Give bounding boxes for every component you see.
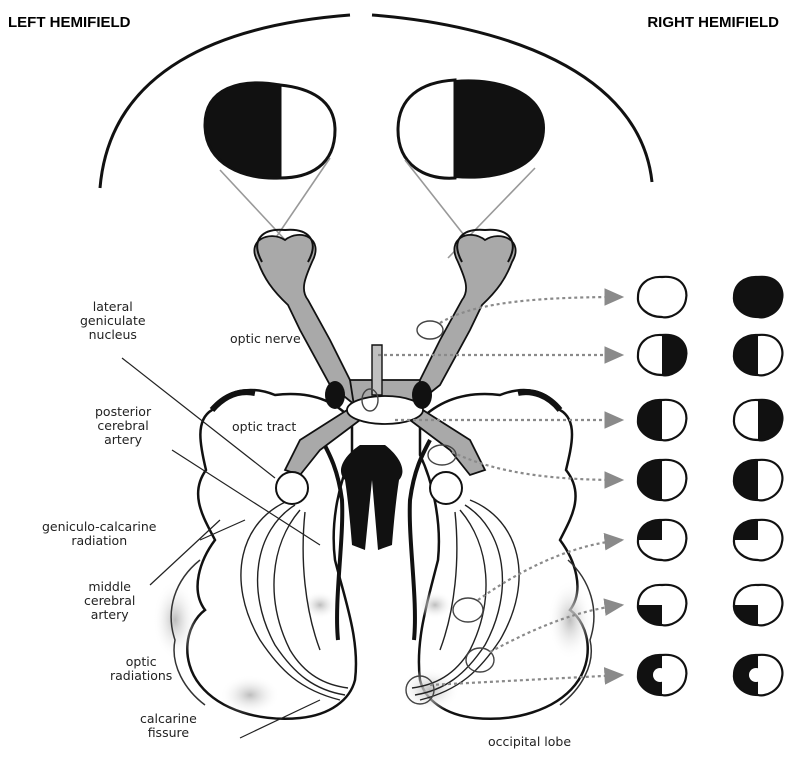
left-hemifield-title: LEFT HEMIFIELD xyxy=(8,14,131,31)
field-defect-left-eye xyxy=(638,277,686,318)
label-geniculo-calcarine-radiation: geniculo-calcarine radiation xyxy=(42,520,156,548)
label-calcarine-fissure: calcarine fissure xyxy=(140,712,197,740)
field-defect-left-eye xyxy=(635,397,686,443)
brainstem xyxy=(341,445,402,550)
field-defect-right-eye xyxy=(731,457,782,503)
field-defect-right-eye xyxy=(731,274,785,320)
label-lateral-geniculate-nucleus: lateral geniculate nucleus xyxy=(80,300,146,342)
field-defect-right-eye xyxy=(731,517,782,560)
field-defect-left-eye xyxy=(635,457,686,503)
field-defect-grid xyxy=(635,274,789,698)
label-optic-tract: optic tract xyxy=(232,420,296,434)
field-defect-right-eye xyxy=(731,585,782,628)
right-hemifield-title: RIGHT HEMIFIELD xyxy=(647,14,779,31)
right-eye-field xyxy=(398,79,545,178)
field-defect-left-eye xyxy=(635,585,686,628)
label-optic-nerve: optic nerve xyxy=(230,332,301,346)
field-defect-left-eye xyxy=(638,332,716,378)
left-eye-field xyxy=(205,83,335,178)
field-defect-right-eye xyxy=(731,652,782,698)
label-optic-radiations: optic radiations xyxy=(110,655,172,683)
label-occipital-lobe: occipital lobe xyxy=(488,735,571,749)
field-defect-left-eye xyxy=(635,517,686,560)
label-posterior-cerebral-artery: posterior cerebral artery xyxy=(95,405,151,447)
field-defect-right-eye xyxy=(731,332,782,378)
label-middle-cerebral-artery: middle cerebral artery xyxy=(84,580,135,622)
field-defect-right-eye xyxy=(734,397,789,443)
field-defect-left-eye xyxy=(635,652,686,698)
